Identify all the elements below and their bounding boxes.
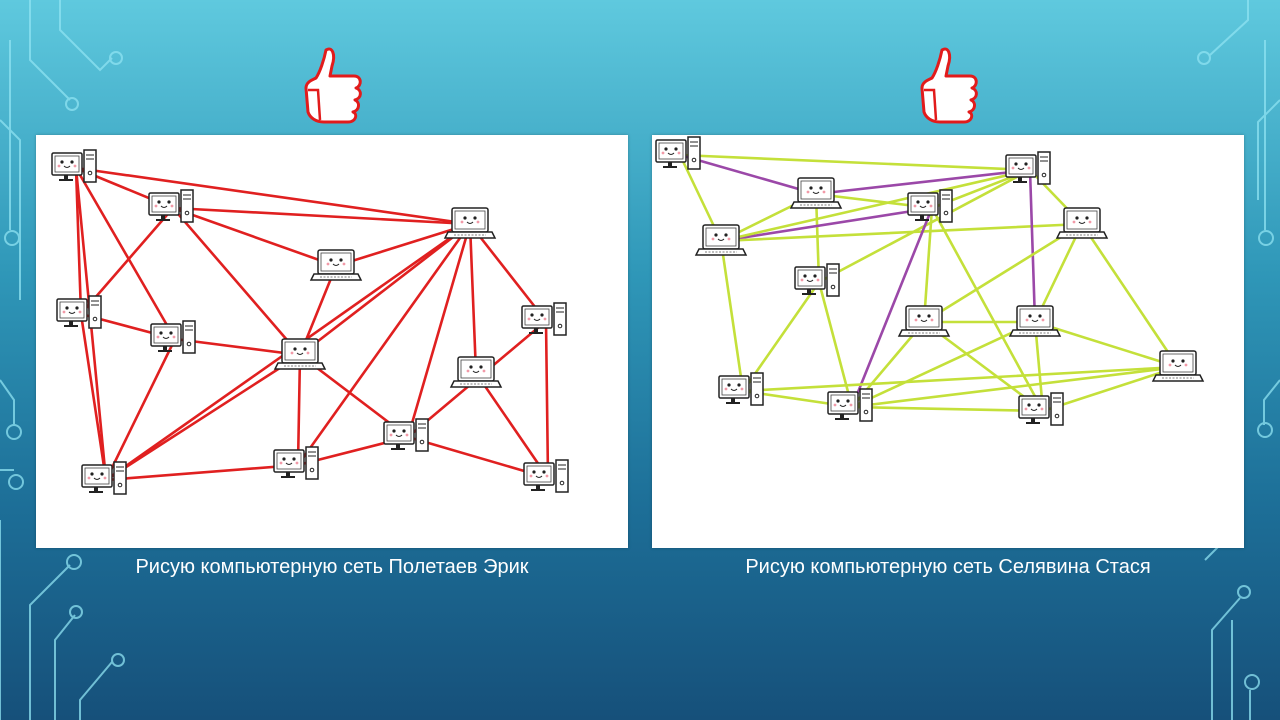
network-link <box>104 353 302 482</box>
laptop-computer-icon <box>273 338 327 370</box>
desktop-computer-icon <box>907 189 953 223</box>
network-link <box>173 337 302 357</box>
network-link <box>406 222 472 439</box>
desktop-computer-icon <box>81 461 127 495</box>
desktop-computer-icon <box>523 459 569 493</box>
network-link <box>74 166 472 226</box>
network-link <box>817 280 854 409</box>
network-link <box>719 239 745 393</box>
network-link <box>850 320 1037 409</box>
network-link <box>678 153 818 196</box>
desktop-computer-icon <box>273 446 319 480</box>
desktop-computer-icon <box>51 149 97 183</box>
network-link <box>171 206 472 226</box>
laptop-computer-icon <box>897 305 951 337</box>
network-link <box>719 222 1084 243</box>
caption-left: Рисую компьютерную сеть Полетаев Эрик <box>135 556 529 578</box>
laptop-computer-icon <box>1008 305 1062 337</box>
network-link <box>922 222 1084 324</box>
desktop-computer-icon <box>794 263 840 297</box>
network-link <box>741 365 1180 393</box>
network-link <box>719 168 1032 243</box>
desktop-computer-icon <box>521 302 567 336</box>
network-link <box>171 206 338 268</box>
network-link <box>922 206 934 324</box>
network-link <box>334 222 472 268</box>
network-link <box>850 206 934 409</box>
network-link <box>930 206 1045 413</box>
network-link <box>814 168 1032 196</box>
network-link <box>850 405 1045 413</box>
network-diagram-right <box>655 136 1205 426</box>
network-link <box>79 312 108 482</box>
network-link <box>719 206 934 243</box>
network-link <box>104 463 300 482</box>
network-nodes <box>655 136 1205 426</box>
network-link <box>1080 222 1180 369</box>
laptop-computer-icon <box>789 177 843 209</box>
desktop-computer-icon <box>718 372 764 406</box>
network-link <box>468 222 478 375</box>
network-drawing-right <box>652 135 1244 548</box>
laptop-computer-icon <box>694 224 748 256</box>
laptop-computer-icon <box>449 356 503 388</box>
network-link <box>74 166 83 316</box>
network-link <box>474 371 550 480</box>
thumbs-up-icon <box>920 47 978 124</box>
laptop-computer-icon <box>1151 350 1205 382</box>
network-link <box>850 365 1180 409</box>
desktop-computer-icon <box>150 320 196 354</box>
caption-right: Рисую компьютерную сеть Селявина Стася <box>745 556 1151 578</box>
network-link <box>544 319 550 480</box>
network-drawing-left <box>36 135 628 548</box>
desktop-computer-icon <box>148 189 194 223</box>
desktop-computer-icon <box>383 418 429 452</box>
network-nodes <box>51 149 569 495</box>
thumbs-up-icon <box>304 47 362 124</box>
network-link <box>296 222 472 467</box>
network-link <box>1033 320 1180 369</box>
desktop-computer-icon <box>1005 151 1051 185</box>
laptop-computer-icon <box>443 207 497 239</box>
network-diagram-left <box>51 149 569 495</box>
network-link <box>678 153 1032 172</box>
desktop-computer-icon <box>56 295 102 329</box>
network-link <box>171 206 302 357</box>
network-link <box>1028 168 1037 324</box>
network-link <box>468 222 548 323</box>
laptop-computer-icon <box>309 249 363 281</box>
laptop-computer-icon <box>1055 207 1109 239</box>
desktop-computer-icon <box>827 388 873 422</box>
network-link <box>296 353 302 467</box>
network-link <box>298 222 472 357</box>
network-link <box>104 337 177 482</box>
desktop-computer-icon <box>655 136 701 170</box>
network-link <box>74 166 177 341</box>
desktop-computer-icon <box>1018 392 1064 426</box>
